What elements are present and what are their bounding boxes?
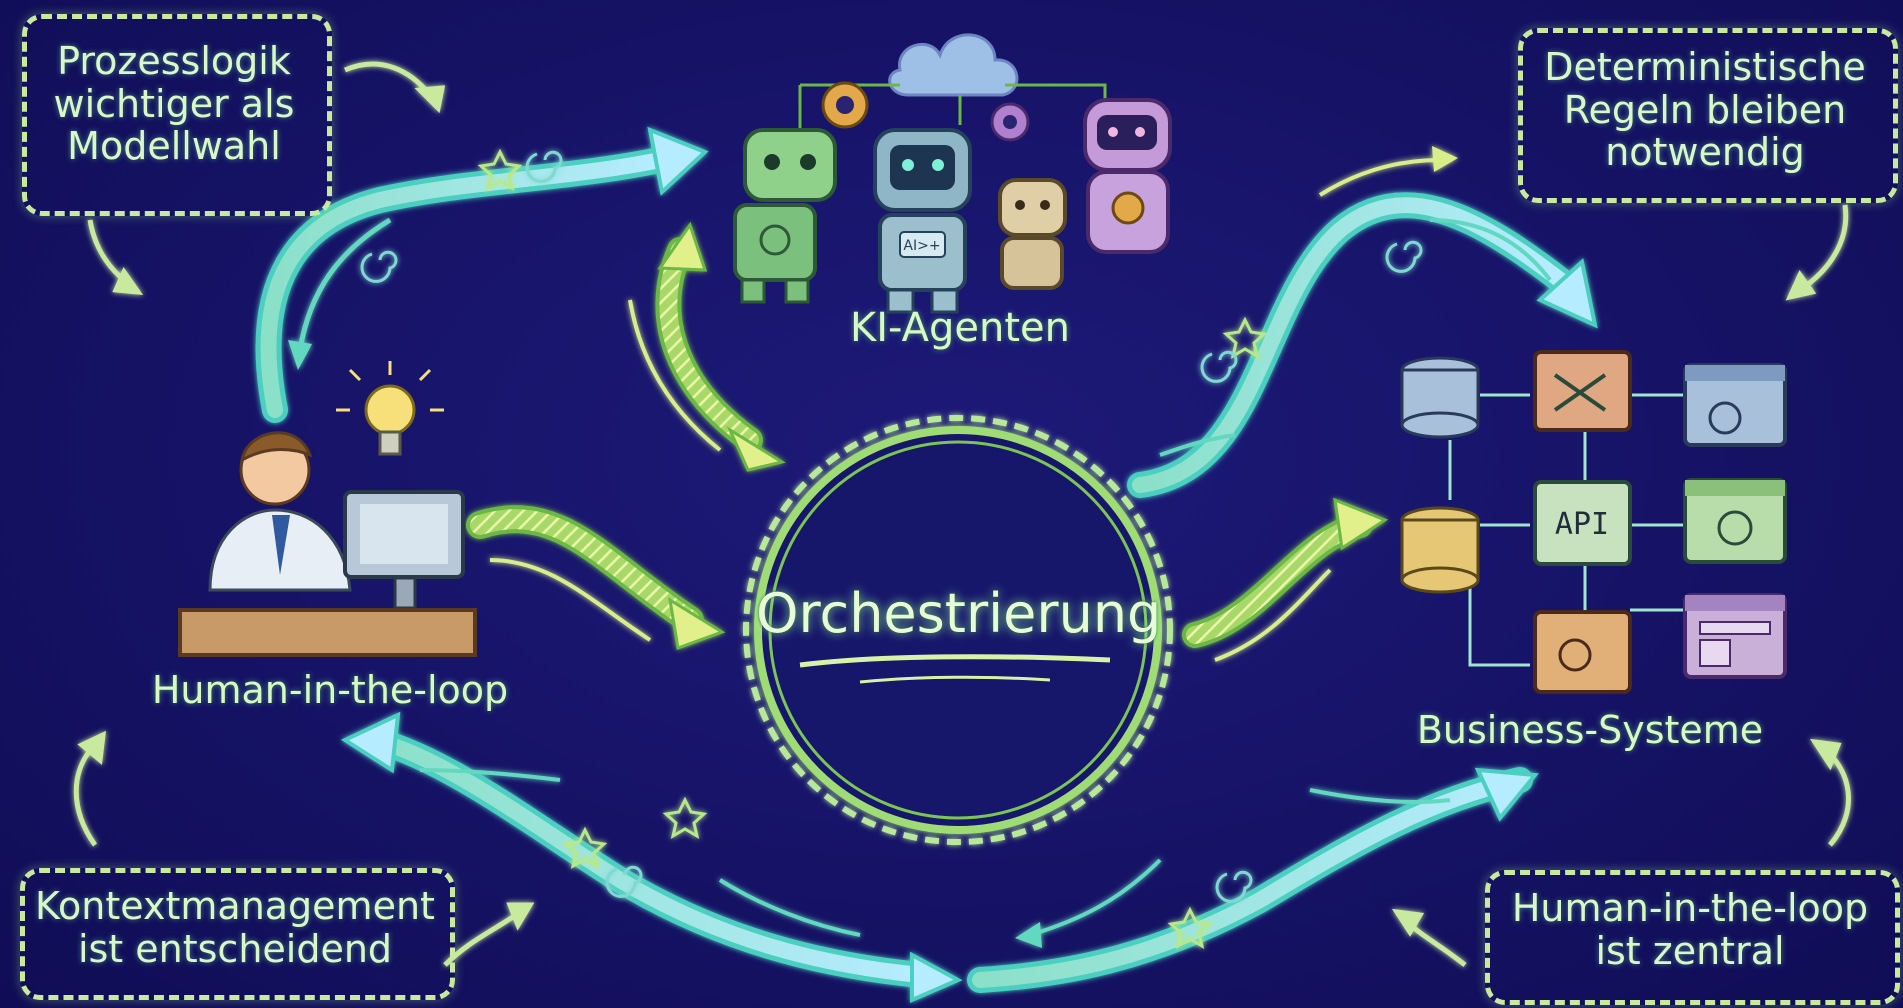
arrowhead-agents — [647, 126, 709, 196]
chip-label: AI>+ — [903, 238, 940, 254]
star-icon — [562, 826, 608, 870]
orchestration-hub — [743, 415, 1173, 845]
note-box-top-left — [22, 14, 332, 216]
note-box-top-right — [1518, 28, 1898, 203]
note-arrows — [73, 61, 1851, 967]
robot-icon — [1083, 98, 1172, 254]
star-icon — [662, 796, 708, 840]
swirl-icon — [605, 865, 643, 898]
human-illustration — [178, 361, 477, 657]
robot-icon — [733, 128, 837, 304]
swirl-icon — [1385, 240, 1423, 273]
database-icon — [1400, 356, 1480, 439]
cloud-icon — [888, 33, 1019, 97]
lightbulb-icon — [336, 361, 444, 456]
flow-arrows — [255, 126, 1598, 1004]
api-label: API — [1555, 507, 1609, 542]
business-label: Business-Systeme — [1416, 708, 1764, 752]
business-illustration: API — [1400, 350, 1787, 694]
note-box-bottom-left — [20, 868, 455, 1000]
note-top-left: Prozesslogik wichtiger als Modellwahl — [53, 39, 295, 169]
robot-icon: AI>+ — [873, 128, 972, 314]
swirl-icon — [525, 150, 563, 183]
title-underline — [799, 654, 1111, 668]
orchestration-label: Orchestrierung — [756, 582, 1162, 645]
swirl-icon — [1215, 870, 1253, 903]
note-bottom-left: Kontextmanagement ist entscheidend — [35, 884, 435, 971]
decorations — [360, 148, 1423, 950]
database-icon — [1400, 506, 1480, 594]
note-box-bottom-right — [1485, 870, 1900, 1005]
star-icon — [1167, 906, 1213, 950]
note-top-right: Deterministische Regeln bleiben notwendi… — [1544, 45, 1866, 175]
star-icon — [477, 148, 523, 192]
api-box — [1533, 480, 1632, 566]
star-icon — [1222, 316, 1268, 360]
desk — [178, 608, 477, 657]
swirl-icon — [360, 250, 398, 283]
gear-icon — [990, 102, 1030, 142]
human-label: Human-in-the-loop — [151, 668, 509, 712]
note-bottom-right: Human-in-the-loop ist zentral — [1511, 886, 1869, 973]
swirl-icon — [1200, 350, 1238, 383]
agents-illustration: AI>+ — [733, 33, 1172, 314]
robot-icon — [998, 178, 1067, 290]
gear-icon — [821, 81, 869, 129]
agents-label: KI-Agenten — [850, 305, 1070, 351]
settings-window-icon — [1533, 610, 1632, 694]
